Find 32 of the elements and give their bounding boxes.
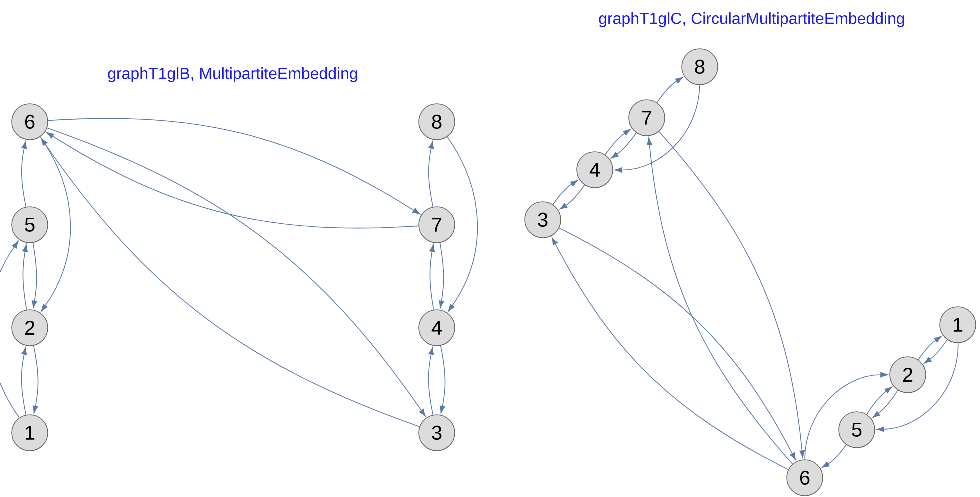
arrow [656, 77, 684, 104]
arrow [440, 346, 446, 414]
arrow [22, 244, 28, 310]
arrow [439, 242, 444, 308]
arrow [822, 444, 847, 468]
arrow [924, 340, 948, 364]
arrow [21, 347, 28, 416]
arrow [872, 390, 898, 418]
arrow [430, 244, 436, 310]
arrow [0, 241, 20, 418]
arrow [40, 136, 72, 312]
arrow [32, 242, 38, 308]
arrow [614, 84, 700, 173]
arrow [32, 346, 39, 414]
arrow [918, 336, 942, 360]
arrow [21, 141, 28, 208]
arrow [428, 141, 434, 208]
arrow [605, 129, 631, 156]
arrow [560, 184, 586, 210]
arrow [552, 180, 578, 206]
graph-title: graphT1glB, MultipartiteEmbedding [108, 68, 358, 82]
arrow [447, 136, 478, 312]
arrow [48, 118, 420, 215]
arrow [646, 138, 794, 465]
arrow [804, 372, 888, 460]
arrow [658, 131, 806, 458]
arrow [876, 342, 959, 432]
arrow [866, 386, 892, 415]
arrow [46, 132, 420, 229]
graph-title: graphT1glC, CircularMultipartiteEmbedding [599, 12, 904, 28]
arrow [611, 132, 637, 159]
arrow [428, 347, 434, 416]
